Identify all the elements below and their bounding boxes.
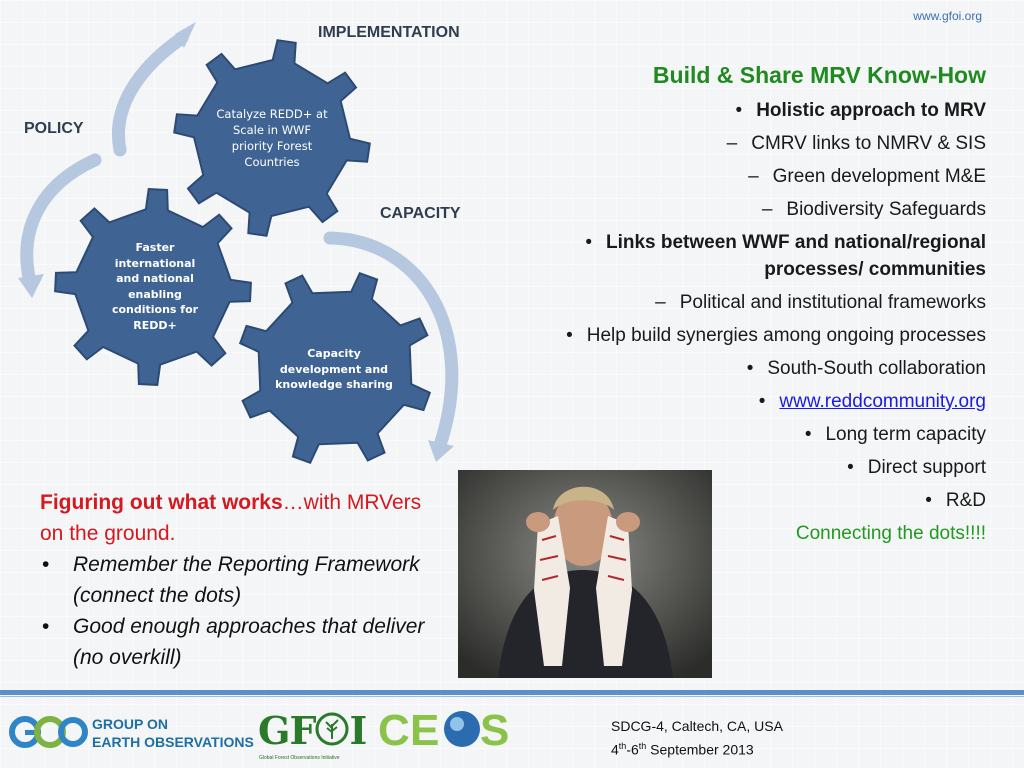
globe-highlight-icon bbox=[450, 717, 464, 731]
gfoi-logo: GF I bbox=[258, 708, 368, 753]
right-list-item-text: Political and institutional frameworks bbox=[679, 292, 986, 313]
right-list-item: –Green development M&E bbox=[516, 163, 986, 190]
globe-icon bbox=[444, 711, 480, 747]
ceos-letter: S bbox=[480, 706, 509, 755]
left-callout: Figuring out what works…with MRVers on t… bbox=[40, 487, 440, 673]
tree-icon bbox=[315, 712, 349, 746]
right-list-item-text: CMRV links to NMRV & SIS bbox=[751, 133, 986, 154]
right-list-item[interactable]: • www.reddcommunity.org bbox=[516, 388, 986, 415]
photo-man-tearing-menu bbox=[458, 470, 712, 678]
footer-divider bbox=[0, 690, 1024, 695]
bullet-icon: • bbox=[746, 358, 754, 379]
right-list-item: Connecting the dots!!!! bbox=[516, 520, 986, 547]
right-list-item: –Political and institutional frameworks bbox=[516, 289, 986, 316]
bullet-icon: • bbox=[847, 457, 854, 478]
bullet-icon: • bbox=[585, 232, 592, 253]
right-list-item: • South-South collaboration bbox=[516, 355, 986, 382]
arrow-to-policy bbox=[20, 153, 102, 289]
bullet-icon: • bbox=[758, 391, 766, 412]
right-list-item-text: Long term capacity bbox=[825, 424, 986, 445]
left-heading: Figuring out what works…with MRVers on t… bbox=[40, 491, 422, 545]
right-list-item: • Links between WWF and national/regional… bbox=[516, 229, 986, 283]
conference-line2: 4th-6th September 2013 bbox=[611, 741, 754, 758]
right-list-item-text: Biodiversity Safeguards bbox=[786, 199, 986, 220]
gear-policy-icon bbox=[54, 188, 252, 386]
gear-policy-text: Faster international and national enabli… bbox=[111, 241, 199, 332]
bullet-icon: • bbox=[735, 100, 743, 121]
ceos-letter: E bbox=[410, 706, 439, 755]
geo-logo-icon bbox=[9, 716, 88, 748]
dash-icon: – bbox=[726, 133, 738, 154]
ceos-letter: C bbox=[378, 706, 410, 755]
dash-icon: – bbox=[761, 199, 773, 220]
bullet-icon: • bbox=[925, 490, 932, 511]
left-bullet-2: •Good enough approaches that deliver (no… bbox=[42, 615, 425, 669]
right-list-item: • Holistic approach to MRV bbox=[516, 97, 986, 124]
right-list-item-text: Direct support bbox=[867, 457, 986, 478]
gfoi-subtitle: Global Forest Observations Initiative bbox=[259, 755, 340, 761]
right-list-item-text: South-South collaboration bbox=[767, 358, 986, 379]
right-list-item: –Biodiversity Safeguards bbox=[516, 196, 986, 223]
right-list-item: • R&D bbox=[516, 487, 986, 514]
arrow-capacity bbox=[323, 231, 459, 452]
footer-divider-thin bbox=[0, 696, 1024, 697]
conference-info: SDCG-4, Caltech, CA, USA 4th-6th Septemb… bbox=[611, 716, 783, 760]
right-list-item-text: Holistic approach to MRV bbox=[756, 100, 986, 121]
cycle-diagram bbox=[18, 22, 459, 465]
label-implementation: IMPLEMENTATION bbox=[318, 24, 460, 41]
right-list-item: • Help build synergies among ongoing proc… bbox=[516, 322, 986, 349]
label-policy: POLICY bbox=[24, 120, 84, 137]
right-title: Build & Share MRV Know-How bbox=[652, 62, 986, 88]
right-list-item-text: Connecting the dots!!!! bbox=[795, 523, 986, 544]
right-list-item-text[interactable]: www.reddcommunity.org bbox=[779, 391, 986, 412]
site-url[interactable]: www.gfoi.org bbox=[913, 9, 982, 23]
gear-capacity-icon bbox=[238, 271, 432, 465]
right-list-item-text: R&D bbox=[945, 490, 986, 511]
bullet-icon: • bbox=[804, 424, 812, 445]
right-list-item: –CMRV links to NMRV & SIS bbox=[516, 130, 986, 157]
right-list-item-text: Help build synergies among ongoing proce… bbox=[586, 325, 986, 346]
bullet-icon: • bbox=[566, 325, 573, 346]
right-list-item-text: Green development M&E bbox=[772, 166, 986, 187]
right-list-item: • Direct support bbox=[516, 454, 986, 481]
right-bullet-list: Build & Share MRV Know-How • Holistic app… bbox=[516, 62, 986, 553]
geo-name: GROUP ON EARTH OBSERVATIONS bbox=[92, 716, 254, 750]
left-bullet-1: •Remember the Reporting Framework (conne… bbox=[42, 553, 420, 607]
right-list-item-text: Links between WWF and national/regional … bbox=[605, 232, 986, 280]
dash-icon: – bbox=[655, 292, 666, 313]
gear-capacity-text: Capacity development and knowledge shari… bbox=[275, 347, 393, 391]
gear-implementation-icon bbox=[173, 39, 371, 237]
dash-icon: – bbox=[748, 166, 759, 187]
conference-line1: SDCG-4, Caltech, CA, USA bbox=[611, 718, 783, 734]
arrow-policy-to-implementation bbox=[112, 31, 189, 157]
label-capacity: CAPACITY bbox=[380, 205, 461, 222]
right-list-item: • Long term capacity bbox=[516, 421, 986, 448]
gear-implementation-text: Catalyze REDD+ at Scale in WWF priority … bbox=[216, 107, 328, 169]
